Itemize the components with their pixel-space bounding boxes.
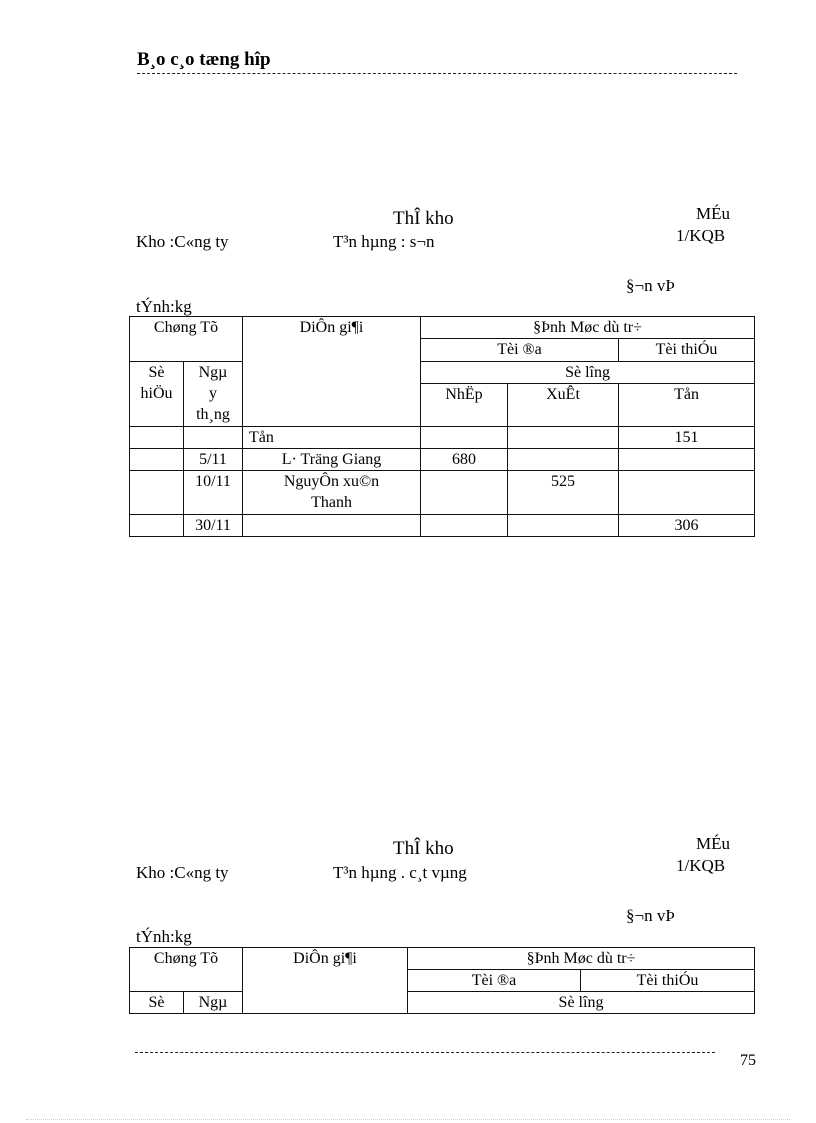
cell-stock: 306 [617,514,756,537]
cell-description: NguyÔn xu©n Thanh [242,470,421,515]
cell-description: Tån [242,426,421,449]
cell-description-line2: Thanh [311,494,352,511]
cell-date: 5/11 [183,448,243,471]
footer-divider [135,1052,715,1053]
header-quantity: Sè l­îng [419,361,756,384]
form-code-line1: MÉu [696,204,730,223]
cell-export [507,448,619,471]
header-max: Tèi ®a [420,338,619,362]
table-row: 30/11 306 [129,514,756,537]
header-number-line1: Sè [148,364,165,381]
header-reserve-level: §Þnh Møc dù tr÷ [407,947,755,970]
cell-date [183,426,243,449]
cell-number [129,448,184,471]
card-title: ThÎ kho [393,208,454,229]
header-quantity: Sè l­îng [407,991,755,1014]
table-row: Tån 151 [129,426,756,449]
card-title: ThÎ kho [393,838,454,859]
product-label: T³n hµng . c¸t vµng [333,863,467,882]
cell-stock [617,470,756,515]
header-description: DiÔn gi¶i [242,316,421,427]
page-edge-line [26,1119,790,1120]
warehouse-label: Kho :C«ng ty [136,232,229,251]
cell-import [420,470,508,515]
form-code-line2: 1/KQB [676,226,726,245]
header-date-line3: th¸ng [196,406,230,423]
header-reserve-level: §Þnh Møc dù tr÷ [419,316,756,339]
header-import: NhËp [420,383,508,427]
cell-description-line1: NguyÔn xu©n [283,473,380,490]
cell-date: 30/11 [183,514,243,537]
header-stock: Tån [617,383,756,427]
header-voucher: Chøng Tõ [129,316,243,362]
cell-date: 10/11 [183,470,243,515]
unit-value: tÝnh:kg [136,927,192,946]
stock-card-table: Chøng Tõ DiÔn gi¶i §Þnh Møc dù tr÷ Tèi ®… [129,947,755,1014]
header-min: Tèi thiÓu [580,969,755,992]
header-date-line2: y [209,385,217,402]
cell-export [507,514,619,537]
cell-stock: 151 [617,426,756,449]
unit-label: §¬n vÞ [626,276,675,295]
cell-number [129,426,184,449]
header-divider [137,73,737,74]
header-voucher: Chøng Tõ [129,947,243,992]
cell-stock [617,448,756,471]
cell-number [129,470,184,515]
cell-export [507,426,619,449]
header-number: Sè hiÖu [129,361,184,427]
cell-description: L· Träng Giang [242,448,421,471]
header-number: Sè [129,991,184,1014]
unit-label: §¬n vÞ [626,906,675,925]
cell-import [420,514,508,537]
cell-import: 680 [420,448,508,471]
unit-value: tÝnh:kg [136,297,192,316]
header-date: Ngµ y th¸ng [183,361,243,427]
table-row: 5/11 L· Träng Giang 680 [129,448,756,471]
header-export: XuÊt [507,383,619,427]
product-label: T³n hµng : s¬n [333,232,435,251]
cell-number [129,514,184,537]
warehouse-label: Kho :C«ng ty [136,863,229,882]
header-date-line1: Ngµ [198,364,228,381]
cell-import [420,426,508,449]
table-row: 10/11 NguyÔn xu©n Thanh 525 [129,470,756,515]
header-description: DiÔn gi¶i [242,947,408,1014]
cell-description [242,514,421,537]
header-date: Ngµ [183,991,243,1014]
form-code-line1: MÉu [696,834,730,853]
header-min: Tèi thiÓu [617,338,756,362]
form-code-line2: 1/KQB [676,856,726,875]
report-header-title: B¸o c¸o tæng hîp [137,49,271,70]
header-max: Tèi ®a [407,969,581,992]
page-number: 75 [740,1052,756,1069]
stock-card-table: Chøng Tõ DiÔn gi¶i §Þnh Møc dù tr÷ Tèi ®… [129,316,756,537]
cell-export: 525 [507,470,619,515]
header-number-line2: hiÖu [140,385,173,402]
